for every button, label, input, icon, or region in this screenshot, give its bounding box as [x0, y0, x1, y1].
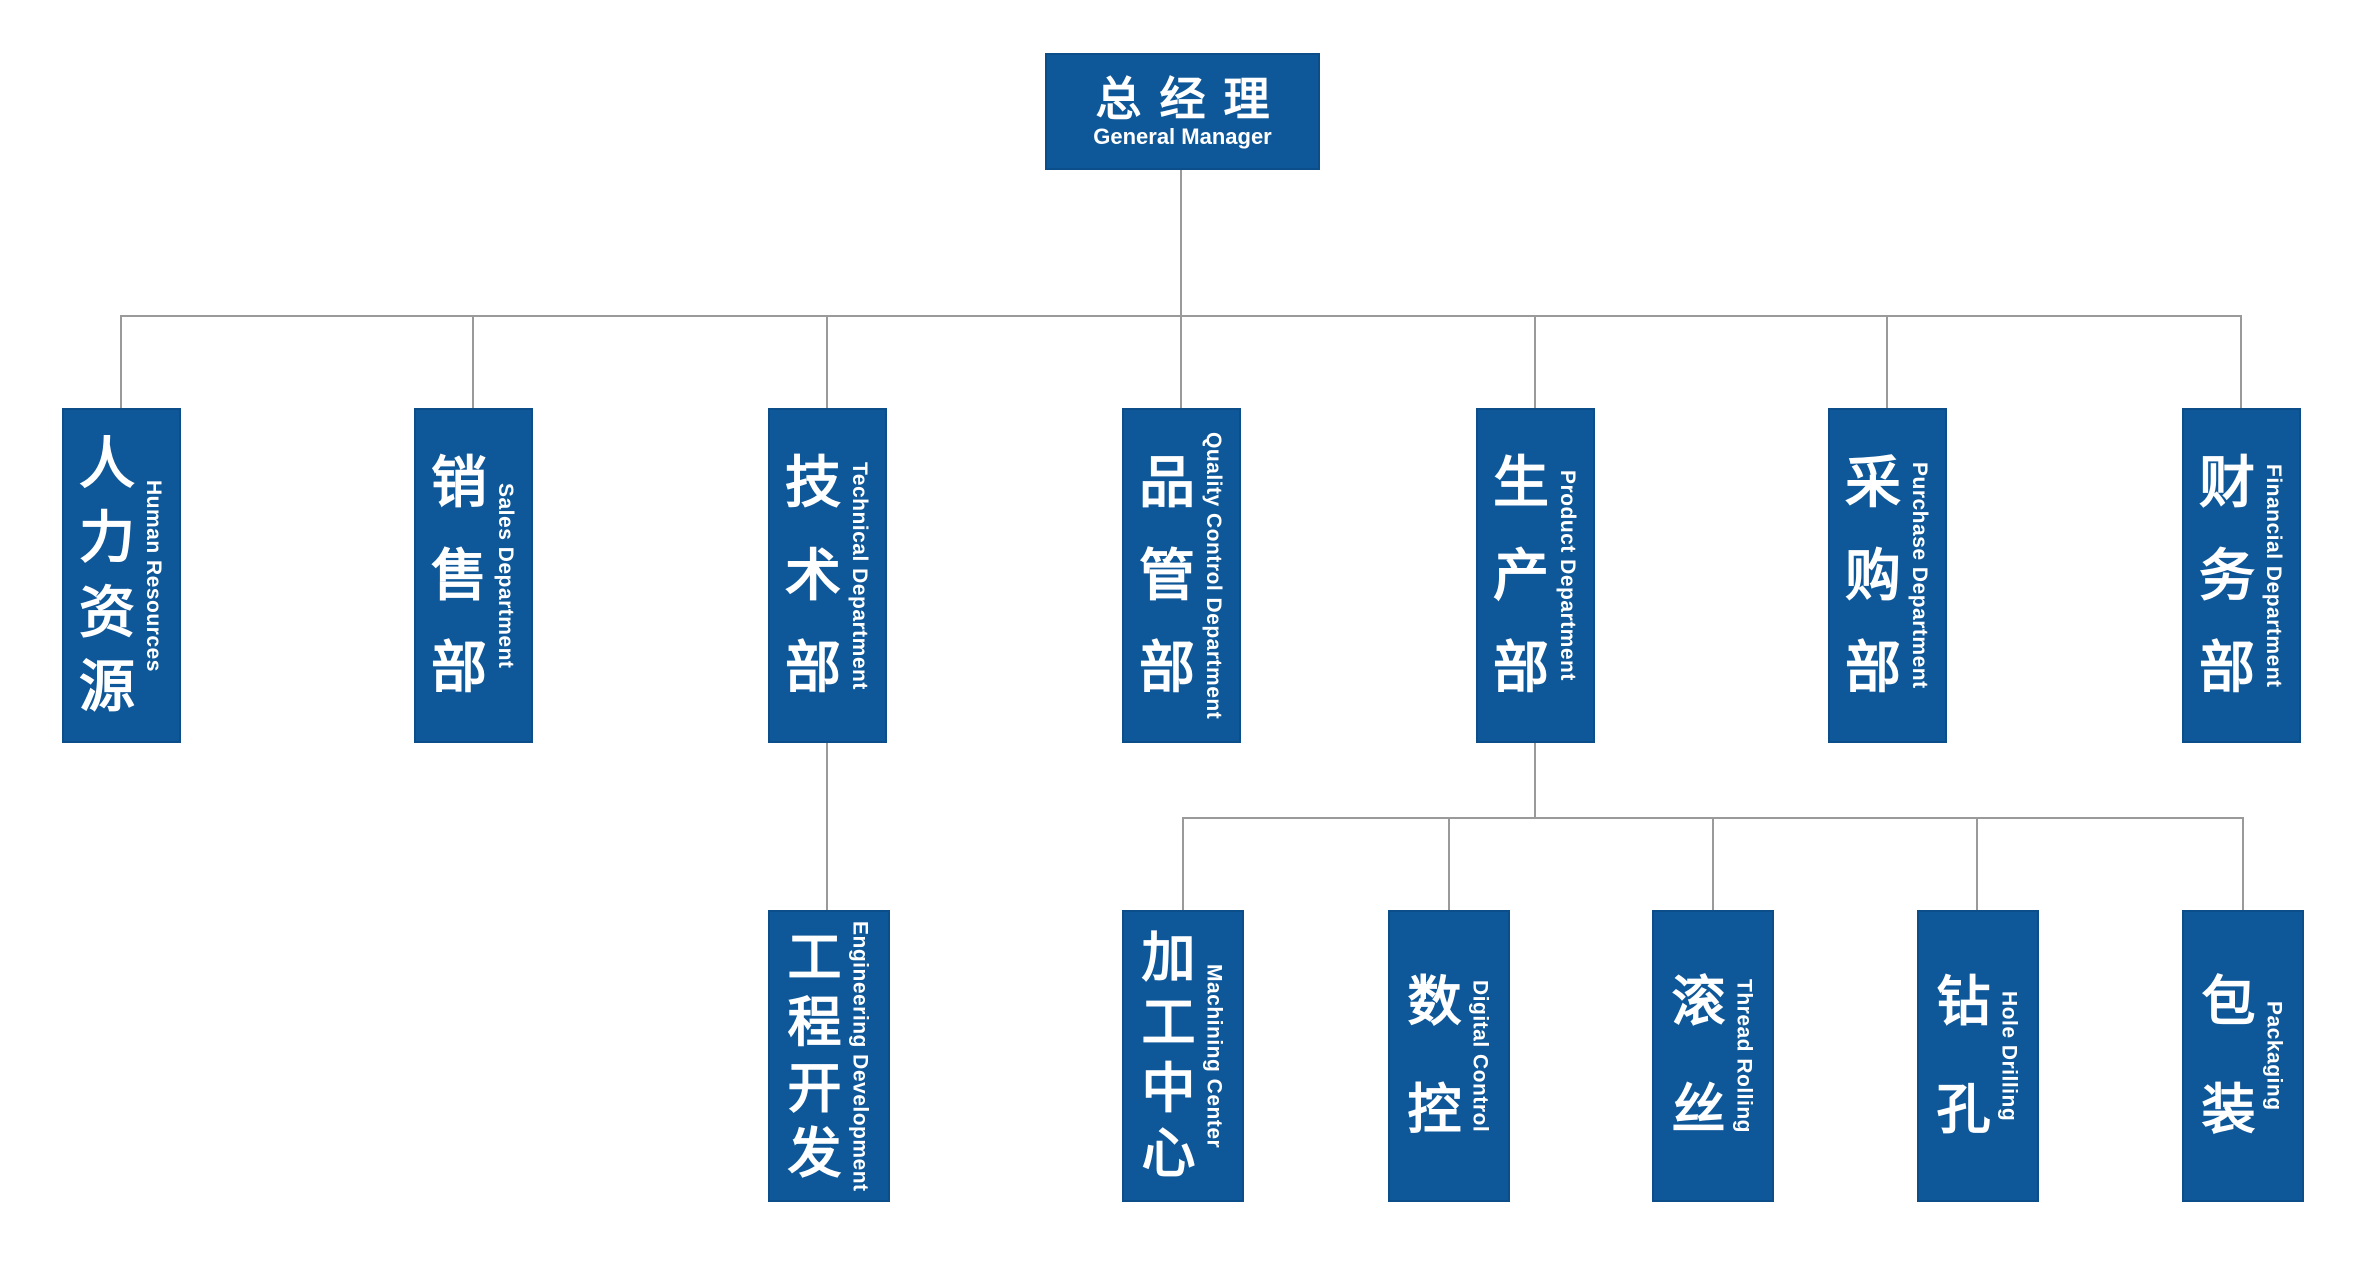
connector-drop-sales-department [472, 315, 474, 408]
quality-control-department-zh-label: 品管部 [1139, 450, 1195, 700]
thread-rolling-zh-label: 滚丝 [1671, 971, 1726, 1141]
hole-drilling-en-label: Hole Drilling [1997, 990, 2021, 1122]
org-node-financial-department: 财务部 Financial Department [2182, 408, 2301, 743]
org-node-digital-control: 数控 Digital Control [1388, 910, 1510, 1202]
engineering-development-en-label: Engineering Development [848, 920, 872, 1192]
org-node-general-manager: 总经理 General Manager [1045, 53, 1320, 170]
engineering-development-zh-label: 工程开发 [787, 928, 842, 1184]
org-node-packaging: 包装 Packaging [2182, 910, 2304, 1202]
digital-control-en-label: Digital Control [1468, 979, 1492, 1133]
org-node-machining-center: 加工中心 Machining Center [1122, 910, 1244, 1202]
general-manager-zh-label: 总经理 [1095, 72, 1288, 125]
connector-drop-human-resources [120, 315, 122, 408]
connector-drop-digital-control [1448, 817, 1450, 910]
connector-drop-thread-rolling [1712, 817, 1714, 910]
general-manager-en-label: General Manager [1093, 123, 1272, 149]
purchase-department-en-label: Purchase Department [1908, 462, 1931, 689]
financial-department-zh-label: 财务部 [2199, 450, 2255, 700]
connector-drop-packaging [2242, 817, 2244, 910]
org-node-technical-department: 技术部 Technical Department [768, 408, 887, 743]
connector-drop-product-department [1534, 315, 1536, 408]
hole-drilling-zh-label: 钻孔 [1936, 971, 1991, 1141]
human-resources-en-label: Human Resources [142, 479, 165, 672]
digital-control-zh-label: 数控 [1407, 971, 1462, 1141]
product-department-en-label: Product Department [1556, 470, 1579, 681]
connector-drop-purchase-department [1886, 315, 1888, 408]
connector-product-drop [1534, 743, 1536, 818]
connector-drop-financial-department [2240, 315, 2242, 408]
technical-department-en-label: Technical Department [848, 461, 871, 690]
connector-drop-machining-center [1182, 817, 1184, 910]
financial-department-en-label: Financial Department [2262, 463, 2285, 688]
connector-drop-quality-control-department [1180, 315, 1182, 408]
human-resources-zh-label: 人力资源 [79, 432, 135, 718]
org-node-quality-control-department: 品管部 Quality Control Department [1122, 408, 1241, 743]
packaging-zh-label: 包装 [2201, 971, 2256, 1141]
thread-rolling-en-label: Thread Rolling [1732, 979, 1756, 1133]
org-node-purchase-department: 采购部 Purchase Department [1828, 408, 1947, 743]
machining-center-zh-label: 加工中心 [1141, 928, 1196, 1184]
org-node-human-resources: 人力资源 Human Resources [62, 408, 181, 743]
quality-control-department-en-label: Quality Control Department [1202, 431, 1225, 720]
org-node-thread-rolling: 滚丝 Thread Rolling [1652, 910, 1774, 1202]
sales-department-en-label: Sales Department [494, 482, 517, 669]
product-department-zh-label: 生产部 [1493, 450, 1549, 700]
org-node-hole-drilling: 钻孔 Hole Drilling [1917, 910, 2039, 1202]
connector-drop-technical-department [826, 315, 828, 408]
packaging-en-label: Packaging [2262, 1001, 2286, 1111]
org-node-engineering-development: 工程开发 Engineering Development [768, 910, 890, 1202]
connector-drop-hole-drilling [1976, 817, 1978, 910]
technical-department-zh-label: 技术部 [785, 450, 841, 700]
purchase-department-zh-label: 采购部 [1845, 450, 1901, 700]
org-node-product-department: 生产部 Product Department [1476, 408, 1595, 743]
connector-root-drop [1180, 170, 1182, 316]
machining-center-en-label: Machining Center [1202, 963, 1226, 1149]
sales-department-zh-label: 销售部 [431, 450, 487, 700]
connector-technical-to-engineering [826, 743, 828, 910]
org-node-sales-department: 销售部 Sales Department [414, 408, 533, 743]
